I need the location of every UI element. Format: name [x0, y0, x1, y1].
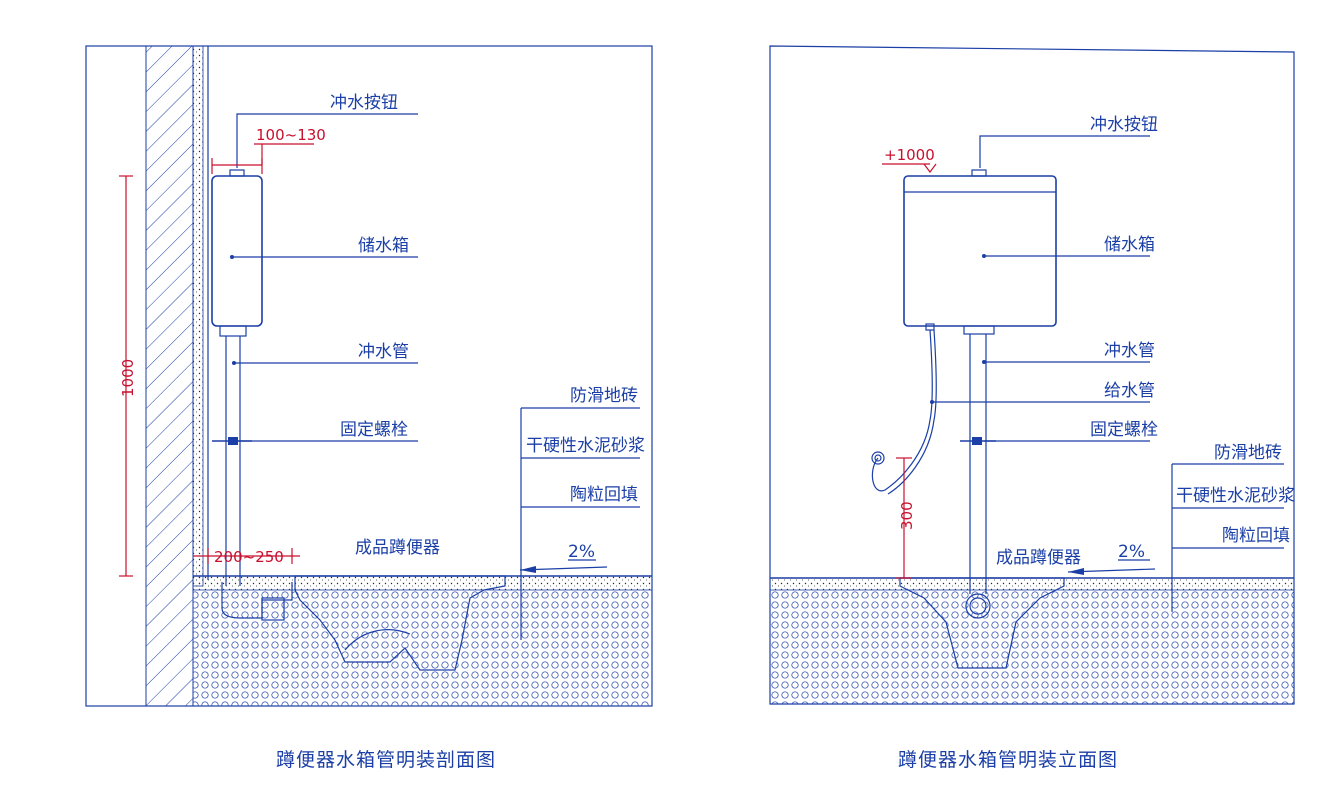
label-flush-button: 冲水按钮 — [330, 93, 398, 113]
label-slope: 2% — [568, 542, 595, 562]
wall-hatch — [145, 45, 194, 707]
toilet-bowl-curve — [344, 629, 411, 651]
elevation-outlet — [965, 593, 991, 619]
elev-pipe-dot — [982, 360, 986, 364]
tank-dot — [230, 255, 234, 259]
elev-label-slope: 2% — [1118, 542, 1145, 562]
angle-valve-inner — [874, 454, 882, 462]
label-mortar: 干硬性水泥砂浆 — [526, 436, 645, 456]
elev-label-tile: 防滑地砖 — [1214, 443, 1282, 463]
dim-valve-text: 300 — [898, 501, 916, 530]
wall-plaster — [192, 45, 204, 587]
elev-supply-dot — [930, 400, 934, 404]
supply-hose — [871, 329, 933, 492]
elev-label-bolt: 固定螺栓 — [1090, 420, 1158, 440]
label-tile: 防滑地砖 — [570, 386, 638, 406]
dim-tank-offset-text: 100~130 — [256, 126, 326, 144]
label-bolt: 固定螺栓 — [340, 420, 408, 440]
elevation-floor-fill — [770, 590, 1294, 704]
pipe-top-joint — [219, 325, 247, 337]
dim-height-text: 1000 — [119, 359, 137, 397]
elevation-dimensions — [882, 163, 937, 579]
section-dimensions — [119, 143, 314, 577]
toilet-pan — [294, 575, 506, 671]
elev-label-flush-pipe: 冲水管 — [1104, 341, 1155, 361]
elevation-leaders — [930, 135, 1284, 612]
leader-elev-flush-button — [979, 135, 1150, 168]
pipe-dot — [232, 361, 236, 365]
section-view: 冲水按钮 储水箱 冲水管 固定螺栓 防滑地砖 干硬性水泥砂浆 陶粒回填 成品蹲便… — [85, 45, 653, 771]
elevation-floor-mortar — [769, 577, 1295, 591]
section-caption: 蹲便器水箱管明装剖面图 — [276, 749, 496, 771]
dim-elevation-text: +1000 — [884, 146, 935, 164]
elevation-cistern — [903, 175, 1057, 327]
label-flush-pipe: 冲水管 — [358, 342, 409, 362]
leader-flush-button — [236, 113, 418, 168]
elev-slope-arrow — [1068, 568, 1084, 575]
bolt-clamp — [228, 437, 238, 445]
supply-inlet — [925, 323, 935, 331]
elevation-toilet-pan — [899, 577, 1065, 669]
pipe-coupling — [261, 597, 285, 621]
supply-hose-outer — [887, 329, 937, 495]
elev-label-supply: 给水管 — [1104, 381, 1155, 401]
floor-fill — [193, 590, 652, 706]
elev-tank-dot — [982, 254, 986, 258]
label-fill: 陶粒回填 — [570, 485, 638, 505]
elev-label-mortar: 干硬性水泥砂浆 — [1176, 486, 1295, 506]
slope-arrow — [520, 566, 536, 573]
dim-elevation-marker — [923, 163, 937, 173]
dim-pipe-offset-text: 200~250 — [214, 548, 284, 566]
label-toilet: 成品蹲便器 — [355, 538, 440, 558]
elevation-pipe-joint — [963, 325, 995, 335]
elev-label-flush-button: 冲水按钮 — [1090, 115, 1158, 135]
floor-mortar — [192, 575, 653, 591]
elev-label-toilet: 成品蹲便器 — [996, 548, 1081, 568]
elev-label-fill: 陶粒回填 — [1222, 526, 1290, 546]
label-tank: 储水箱 — [358, 236, 409, 256]
flush-button — [229, 169, 245, 177]
elevation-caption: 蹲便器水箱管明装立面图 — [898, 749, 1118, 771]
elevation-bolt-clamp — [972, 437, 982, 445]
angle-valve — [871, 451, 885, 465]
elevation-view: 冲水按钮 储水箱 冲水管 给水管 固定螺栓 防滑地砖 干硬性水泥砂浆 陶粒回填 … — [769, 45, 1295, 771]
cistern — [211, 175, 263, 327]
section-leaders — [230, 113, 640, 640]
elevation-outlet-inner — [969, 597, 987, 615]
elev-label-tank: 储水箱 — [1104, 235, 1155, 255]
elevation-flush-button — [971, 169, 987, 177]
